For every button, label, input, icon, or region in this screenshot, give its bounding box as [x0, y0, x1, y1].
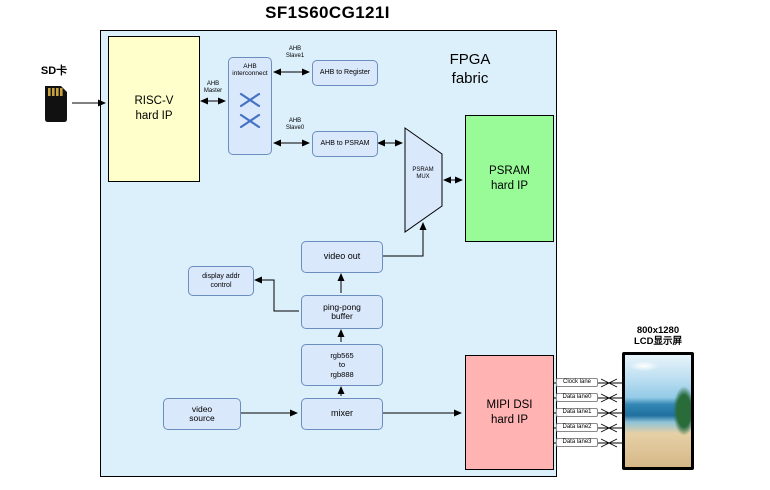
crossbar-switch-icon	[237, 84, 263, 133]
riscv-label: RISC-V hard IP	[134, 95, 174, 122]
lane-label-data1: Data lane1	[556, 408, 598, 417]
lcd-panel-label: 800x1280 LCD显示屏	[633, 325, 683, 347]
ahb-interconnect-label: AHB interconnect	[232, 63, 268, 77]
psram-mux-label: PSRAM MUX	[412, 167, 434, 180]
lane-label-data0: Data lane0	[556, 393, 598, 402]
block-rgb565-to-rgb888: rgb565 to rgb888	[301, 344, 383, 386]
ahb-slave1-label: AHB Slave1	[285, 46, 305, 59]
lane-label-clock: Clock lane	[556, 378, 598, 387]
block-video-source: video source	[163, 398, 241, 430]
mipi-label: MIPI DSI hard IP	[486, 398, 533, 426]
block-ahb-to-register: AHB to Register	[312, 60, 378, 86]
block-ahb-interconnect: AHB interconnect	[228, 57, 272, 155]
ping-pong-buffer-label: ping-pong buffer	[323, 301, 361, 321]
block-video-out: video out	[301, 241, 383, 273]
block-psram-hard-ip: PSRAM hard IP	[465, 115, 554, 242]
video-source-label: video source	[189, 403, 215, 423]
block-ping-pong-buffer: ping-pong buffer	[301, 295, 383, 329]
sd-card-icon	[40, 82, 70, 129]
block-ahb-to-psram: AHB to PSRAM	[312, 131, 378, 157]
ahb-to-register-label: AHB to Register	[319, 69, 371, 77]
diagram-title: SF1S60CG121I	[265, 3, 390, 22]
block-riscv-hard-ip: RISC-V hard IP	[108, 36, 200, 182]
lcd-panel	[622, 352, 694, 470]
ahb-master-label: AHB Master	[203, 81, 223, 94]
ahb-slave0-label: AHB Slave0	[285, 118, 305, 131]
block-mipi-dsi-hard-ip: MIPI DSI hard IP	[465, 355, 554, 470]
lcd-screen-image	[625, 355, 691, 467]
block-display-addr-control: display addr control	[188, 266, 254, 296]
sd-card-label: SD卡	[40, 65, 68, 77]
display-addr-control-label: display addr control	[202, 272, 240, 290]
video-out-label: video out	[323, 251, 361, 262]
block-mixer: mixer	[301, 398, 383, 430]
rgb-convert-label: rgb565 to rgb888	[330, 350, 354, 379]
ahb-to-psram-label: AHB to PSRAM	[320, 140, 370, 148]
psram-label: PSRAM hard IP	[489, 164, 530, 192]
lane-label-data3: Data lane3	[556, 438, 598, 447]
twisted-pair-icons	[600, 378, 618, 448]
mixer-label: mixer	[331, 408, 353, 419]
fpga-fabric-label: FPGA fabric	[449, 51, 491, 87]
lane-label-data2: Data lane2	[556, 423, 598, 432]
